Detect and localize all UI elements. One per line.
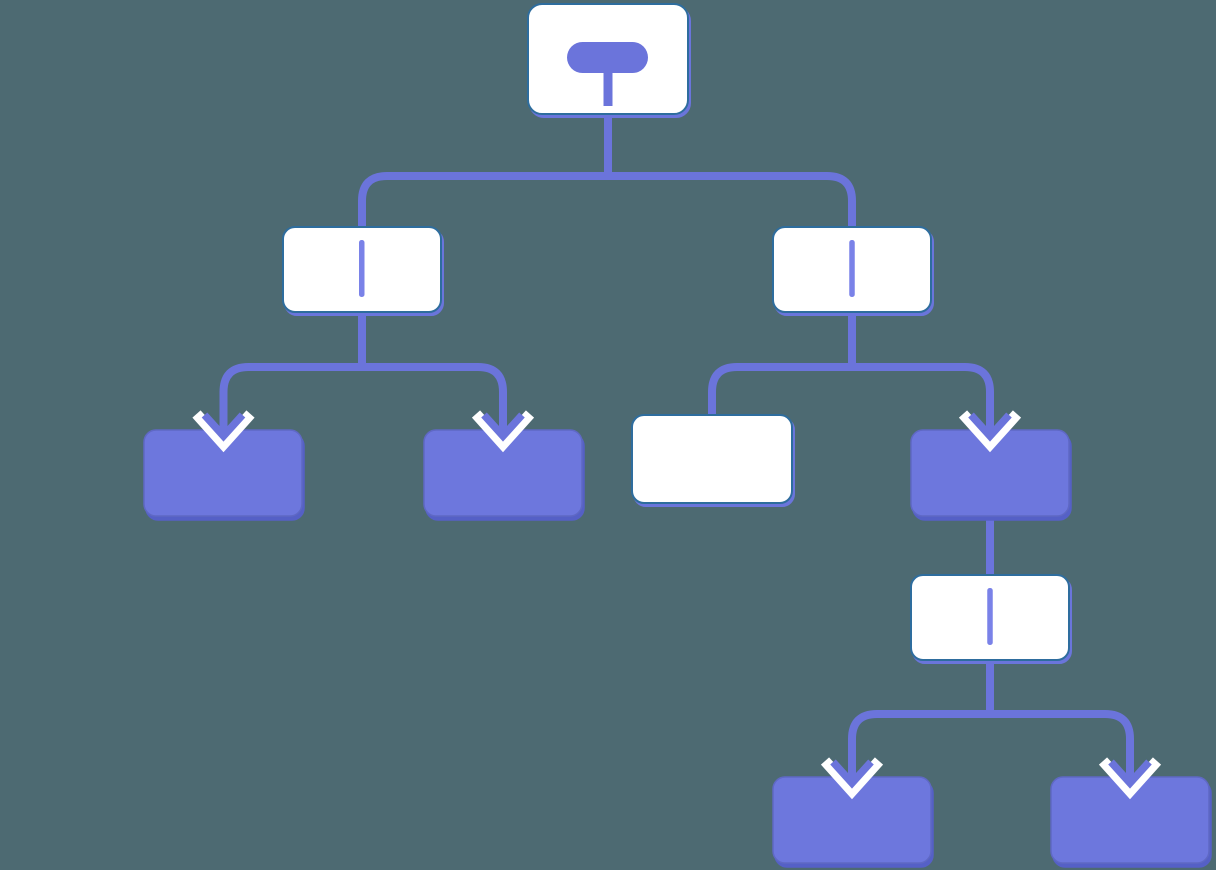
arrow-into-node-icon bbox=[192, 402, 255, 453]
chevron-down-icon bbox=[192, 410, 255, 453]
arrow-into-node-icon bbox=[471, 402, 535, 453]
arrowhead-down-icon bbox=[830, 759, 874, 789]
node-plain[interactable] bbox=[631, 414, 793, 504]
connector-branch-left-to-leaves bbox=[219, 363, 507, 432]
arrow-into-node-icon bbox=[820, 749, 884, 800]
nodes bbox=[143, 3, 1210, 864]
vertical-cursor-bar-icon bbox=[359, 240, 365, 297]
chevron-down-icon bbox=[471, 410, 535, 453]
pill-with-stem-icon bbox=[567, 42, 648, 106]
connectors bbox=[219, 110, 1134, 779]
chevron-down-icon bbox=[958, 410, 1022, 453]
arrow-icons bbox=[192, 402, 1162, 800]
vertical-cursor-bar-icon bbox=[987, 588, 993, 645]
arrowhead-down-icon bbox=[1108, 759, 1152, 789]
chevron-down-icon bbox=[820, 757, 884, 800]
arrow-into-node-icon bbox=[958, 402, 1022, 453]
connector-root-to-branches bbox=[358, 172, 856, 228]
connector-branch-bottom-to-leaves bbox=[848, 710, 1134, 779]
arrowhead-down-icon bbox=[481, 412, 525, 442]
arrowhead-down-icon bbox=[201, 412, 246, 442]
arrowhead-down-icon bbox=[968, 412, 1012, 442]
chevron-down-icon bbox=[1098, 757, 1162, 800]
vertical-cursor-bar-icon bbox=[849, 240, 855, 297]
connector-branch-right-to-children bbox=[708, 363, 994, 432]
arrow-into-node-icon bbox=[1098, 749, 1162, 800]
